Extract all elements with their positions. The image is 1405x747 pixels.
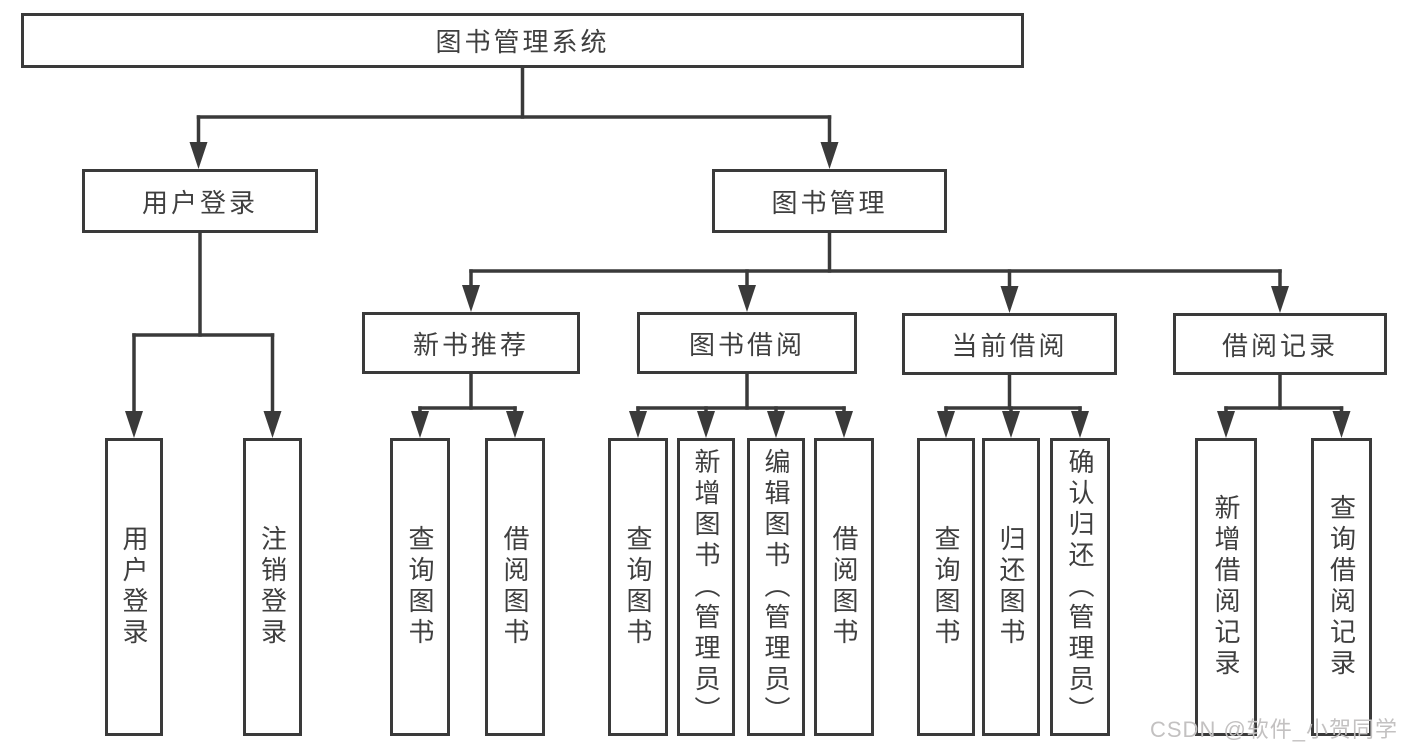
leaf-add-borrow-record-label: 新增借阅记录 <box>1211 494 1241 680</box>
leaf-user-login: 用户登录 <box>105 438 163 736</box>
arrow-down-icon <box>835 411 853 438</box>
connector-root-to-level2 <box>189 66 839 169</box>
leaf-query-books-current: 查询图书 <box>917 438 975 736</box>
arrow-down-icon <box>125 411 143 438</box>
arrow-down-icon <box>820 142 839 169</box>
node-borrow-records: 借阅记录 <box>1173 313 1387 375</box>
leaf-query-books-current-label: 查询图书 <box>931 525 961 649</box>
connector-borrowrecords-to-leaves <box>1217 373 1351 438</box>
leaf-user-login-label: 用户登录 <box>119 525 149 649</box>
leaf-query-borrow-record: 查询借阅记录 <box>1311 438 1372 736</box>
connector-bookborrow-to-leaves <box>629 372 853 438</box>
arrow-down-icon <box>1002 411 1020 438</box>
node-book-management: 图书管理 <box>712 169 947 233</box>
node-current-borrow: 当前借阅 <box>902 313 1117 375</box>
leaf-return-book: 归还图书 <box>982 438 1040 736</box>
arrow-down-icon <box>767 411 785 438</box>
connector-currentborrow-to-leaves <box>937 373 1089 438</box>
leaf-borrow-books-label: 借阅图书 <box>829 525 859 649</box>
leaf-return-book-label: 归还图书 <box>996 525 1026 649</box>
leaf-borrow-books: 借阅图书 <box>814 438 874 736</box>
leaf-logout-label: 注销登录 <box>257 525 288 649</box>
leaf-logout: 注销登录 <box>243 438 302 736</box>
leaf-query-borrow-record-label: 查询借阅记录 <box>1326 494 1357 680</box>
arrow-down-icon <box>1332 411 1351 438</box>
leaf-add-borrow-record: 新增借阅记录 <box>1195 438 1257 736</box>
leaf-borrow-books-recommend-label: 借阅图书 <box>500 525 530 649</box>
connector-bookmgmt-to-level3 <box>462 231 1289 313</box>
node-root: 图书管理系统 <box>21 13 1024 68</box>
arrow-down-icon <box>1071 411 1089 438</box>
leaf-confirm-return-admin: 确认归还（管理员） <box>1050 438 1110 736</box>
leaf-add-book-admin: 新增图书（管理员） <box>677 438 735 736</box>
leaf-query-books-borrow-label: 查询图书 <box>623 525 653 649</box>
leaf-edit-book-admin: 编辑图书（管理员） <box>747 438 805 736</box>
node-new-book-recommend: 新书推荐 <box>362 312 580 374</box>
arrow-down-icon <box>629 411 647 438</box>
arrow-down-icon <box>462 285 480 312</box>
node-root-label: 图书管理系统 <box>435 27 610 57</box>
arrow-down-icon <box>1000 286 1019 313</box>
arrow-down-icon <box>1271 286 1289 313</box>
arrow-down-icon <box>937 411 955 438</box>
node-new-book-recommend-label: 新书推荐 <box>412 329 529 360</box>
leaf-edit-book-admin-label: 编辑图书（管理员） <box>761 447 791 727</box>
watermark-text: CSDN @软件_小贺同学 <box>1150 717 1399 742</box>
connector-newbook-to-leaves <box>411 372 524 438</box>
node-borrow-records-label: 借阅记录 <box>1221 330 1338 361</box>
node-user-login-label: 用户登录 <box>141 187 258 218</box>
arrow-down-icon <box>263 411 282 438</box>
leaf-borrow-books-recommend: 借阅图书 <box>485 438 545 736</box>
leaf-query-books-borrow: 查询图书 <box>608 438 668 736</box>
leaf-query-books-recommend-label: 查询图书 <box>405 525 435 649</box>
arrow-down-icon <box>506 411 524 438</box>
arrow-down-icon <box>738 285 756 312</box>
node-book-borrow-label: 图书借阅 <box>688 329 805 360</box>
connector-userlogin-to-leaves <box>125 231 282 438</box>
node-book-management-label: 图书管理 <box>771 187 888 218</box>
node-user-login: 用户登录 <box>82 169 318 233</box>
node-book-borrow: 图书借阅 <box>637 312 857 374</box>
arrow-down-icon <box>1217 411 1235 438</box>
leaf-confirm-return-admin-label: 确认归还（管理员） <box>1065 447 1095 727</box>
arrow-down-icon <box>411 411 429 438</box>
arrow-down-icon <box>189 142 208 169</box>
node-current-borrow-label: 当前借阅 <box>951 330 1068 361</box>
arrow-down-icon <box>697 411 715 438</box>
leaf-add-book-admin-label: 新增图书（管理员） <box>691 447 721 727</box>
leaf-query-books-recommend: 查询图书 <box>390 438 450 736</box>
